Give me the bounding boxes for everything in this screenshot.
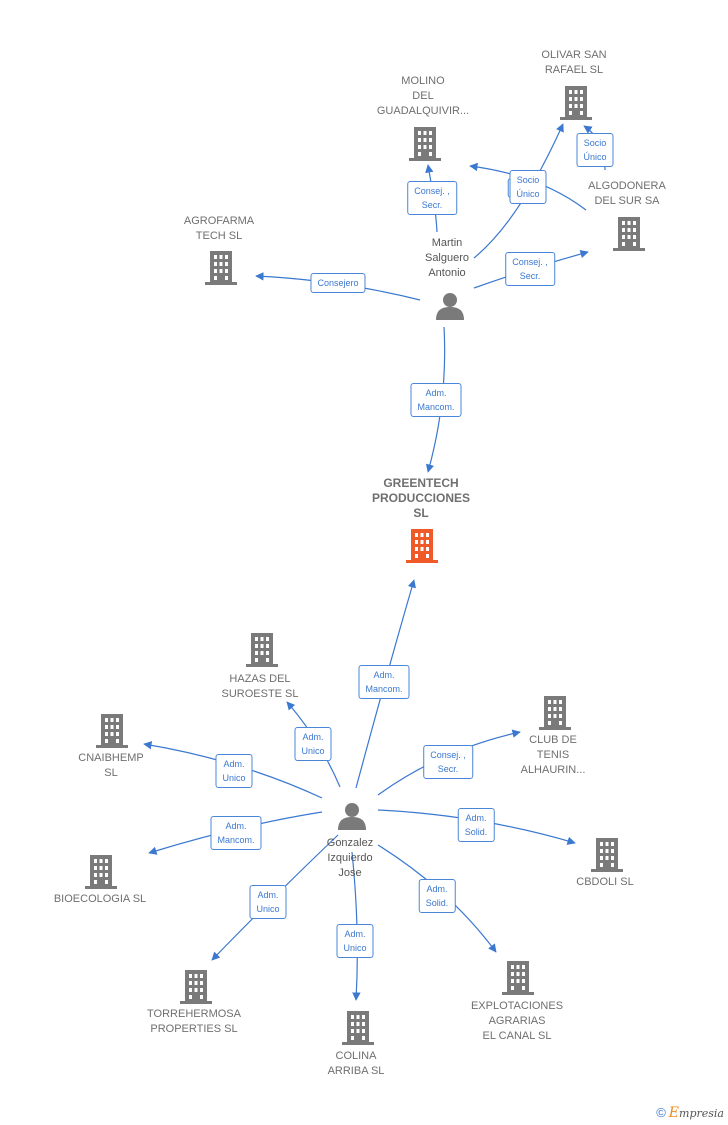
company-label-club[interactable]: CLUB DE TENIS ALHAURIN... [520, 734, 586, 776]
company-label-bioecologia[interactable]: BIOECOLOGIA SL [53, 893, 147, 905]
building-icon-bioecologia[interactable] [85, 855, 117, 889]
edge-label-hazas: Adm. Unico [294, 727, 332, 761]
building-icon-cnaibhemp[interactable] [96, 714, 128, 748]
brand-e: E [668, 1105, 680, 1121]
company-label-algodonera[interactable]: ALGODONERA DEL SUR SA [588, 180, 666, 207]
brand-rest: mpresia [679, 1107, 724, 1120]
edge-label-olivar: Socio Único [509, 170, 547, 204]
person-label-martin[interactable]: Martin Salguero Antonio [424, 237, 470, 279]
company-label-cnaibhemp[interactable]: CNAIBHEMP SL [78, 752, 144, 779]
copyright-icon: © [656, 1105, 666, 1120]
edge-label-bioecologia: Adm. Mancom. [210, 816, 262, 850]
building-icon-explotaciones[interactable] [502, 961, 534, 995]
building-icon-greentech[interactable] [406, 529, 438, 563]
edge-label-greentech-martin: Adm. Mancom. [410, 383, 462, 417]
building-icon-torrehermosa[interactable] [180, 970, 212, 1004]
company-label-torrehermosa[interactable]: TORREHERMOSA PROPERTIES SL [147, 1008, 241, 1035]
edge-label-agrofarma: Consejero [310, 273, 366, 293]
company-label-colina[interactable]: COLINA ARRIBA SL [327, 1050, 385, 1077]
building-icon-hazas[interactable] [246, 633, 278, 667]
empresia-logo[interactable]: ©Empresia [656, 1105, 724, 1121]
edge-label-torrehermosa: Adm. Unico [249, 885, 287, 919]
edge-label-cbdoli: Adm. Solid. [457, 808, 495, 842]
person-icon-martin[interactable] [436, 293, 464, 320]
edge-label-explotaciones: Adm. Solid. [418, 879, 456, 913]
edge-label-colina: Adm. Unico [336, 924, 374, 958]
building-icon-cbdoli[interactable] [591, 838, 623, 872]
building-icon-agrofarma[interactable] [205, 251, 237, 285]
edge-label-algodonera-consej: Consej. , Secr. [505, 252, 555, 286]
edge-label-club: Consej. , Secr. [423, 745, 473, 779]
edge-martin-olivar [473, 123, 564, 259]
company-label-molino[interactable]: MOLINO DEL GUADALQUIVIR... [376, 75, 470, 117]
company-label-agrofarma[interactable]: AGROFARMA TECH SL [183, 215, 255, 242]
company-label-explotaciones[interactable]: EXPLOTACIONES AGRARIAS EL CANAL SL [470, 1000, 564, 1042]
building-icon-algodonera[interactable] [613, 217, 645, 251]
company-label-hazas[interactable]: HAZAS DEL SUROESTE SL [221, 673, 299, 700]
person-label-gonzalez[interactable]: Gonzalez Izquierdo Jose [326, 837, 374, 879]
company-label-greentech[interactable]: GREENTECH PRODUCCIONES SL [371, 476, 471, 520]
edge-label-molino: Consej. , Secr. [407, 181, 457, 215]
edge-label-greentech-gonzalez: Adm. Mancom. [358, 665, 410, 699]
person-icon-gonzalez[interactable] [338, 803, 366, 830]
building-icon-colina[interactable] [342, 1011, 374, 1045]
company-label-olivar[interactable]: OLIVAR SAN RAFAEL SL [541, 49, 607, 76]
building-icon-olivar[interactable] [560, 86, 592, 120]
building-icon-molino[interactable] [409, 127, 441, 161]
building-icon-club[interactable] [539, 696, 571, 730]
edge-label-algodonera-socio: Socio Único [576, 133, 614, 167]
company-label-cbdoli[interactable]: CBDOLI SL [576, 876, 634, 888]
edge-label-cnaibhemp: Adm. Unico [215, 754, 253, 788]
